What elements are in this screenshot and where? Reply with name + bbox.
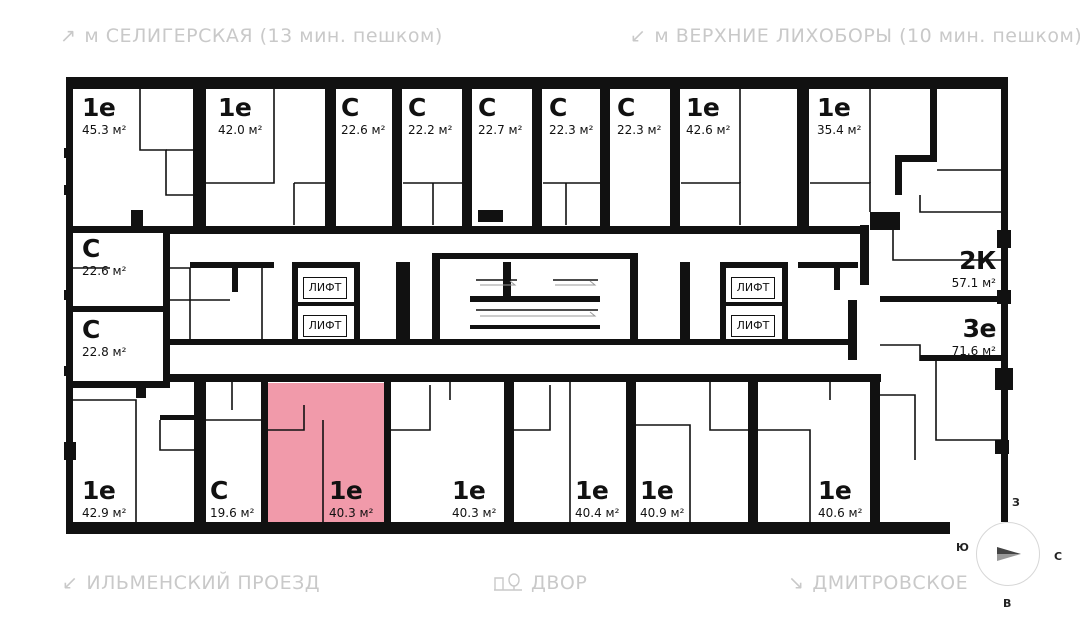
compass-west-label: З — [1012, 496, 1020, 509]
lift-label: ЛИФТ — [731, 277, 775, 299]
compass — [976, 522, 1040, 586]
lift-label: ЛИФТ — [303, 277, 347, 299]
compass-south-label: В — [1003, 597, 1012, 610]
street-top-right: ↙м ВЕРХНИЕ ЛИХОБОРЫ (10 мин. пешком) — [630, 25, 1080, 47]
arrow-down-right-icon: ↘ — [788, 572, 805, 594]
arrow-up-right-icon: ↗ — [60, 25, 77, 47]
thin-walls — [73, 89, 1001, 522]
arrow-down-left-icon: ↙ — [62, 572, 79, 594]
street-top-left: ↗м СЕЛИГЕРСКАЯ (13 мин. пешком) — [60, 25, 443, 47]
lift-label: ЛИФТ — [731, 315, 775, 337]
stair-arrows — [480, 280, 597, 317]
compass-arrow-icon — [997, 547, 1021, 561]
arrow-down-left-icon: ↙ — [630, 25, 647, 47]
compass-east-label: С — [1054, 550, 1063, 563]
courtyard-tree-icon — [493, 572, 523, 594]
compass-north-label: Ю — [956, 541, 969, 554]
lift-label: ЛИФТ — [303, 315, 347, 337]
street-bottom-left: ↙ИЛЬМЕНСКИЙ ПРОЕЗД — [62, 572, 321, 594]
walls — [64, 77, 1013, 534]
street-bottom-right: ↘ДМИТРОВСКОЕ — [788, 572, 969, 594]
street-bottom-center: ДВОР — [493, 572, 587, 594]
selected-apartment-fill — [265, 383, 387, 525]
